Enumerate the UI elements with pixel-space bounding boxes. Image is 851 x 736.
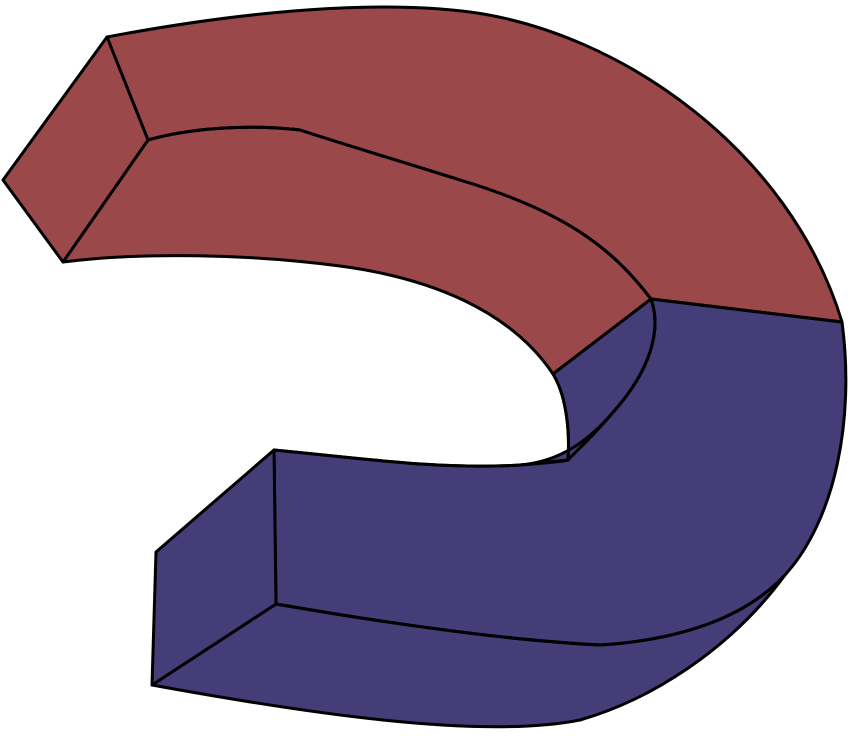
red-hole-edge [551,372,570,462]
blue-lower-crease [274,573,787,647]
blue-inner-edge [272,448,570,468]
red-inner-crease [146,125,653,301]
pole-division-line [649,297,844,324]
red-pole-group [1,5,844,376]
red-end-cap [1,35,150,264]
blue-inner-bend [566,297,657,462]
blue-pole-group [150,297,848,729]
blue-end-cap [150,448,278,687]
